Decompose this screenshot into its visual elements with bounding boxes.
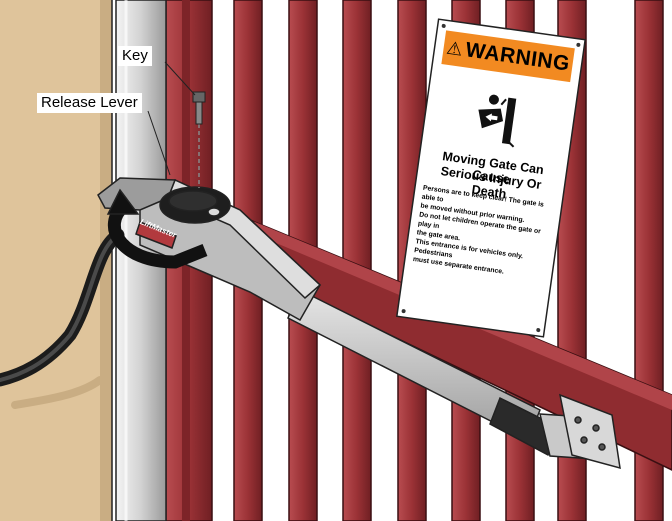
warning-header: ⚠ WARNING [441, 30, 574, 82]
crush-hazard-icon [466, 87, 533, 151]
release-lever-label: Release Lever [37, 93, 142, 113]
hazard-icon: ⚠ [445, 37, 464, 60]
sign-screw [401, 309, 406, 314]
sign-screw [441, 24, 446, 29]
key-label: Key [118, 46, 152, 66]
sign-screw [536, 328, 541, 333]
warning-header-text: WARNING [464, 38, 571, 76]
sign-screw [576, 43, 581, 48]
warning-body: Persons are to keep clear! The gate is a… [412, 184, 556, 283]
